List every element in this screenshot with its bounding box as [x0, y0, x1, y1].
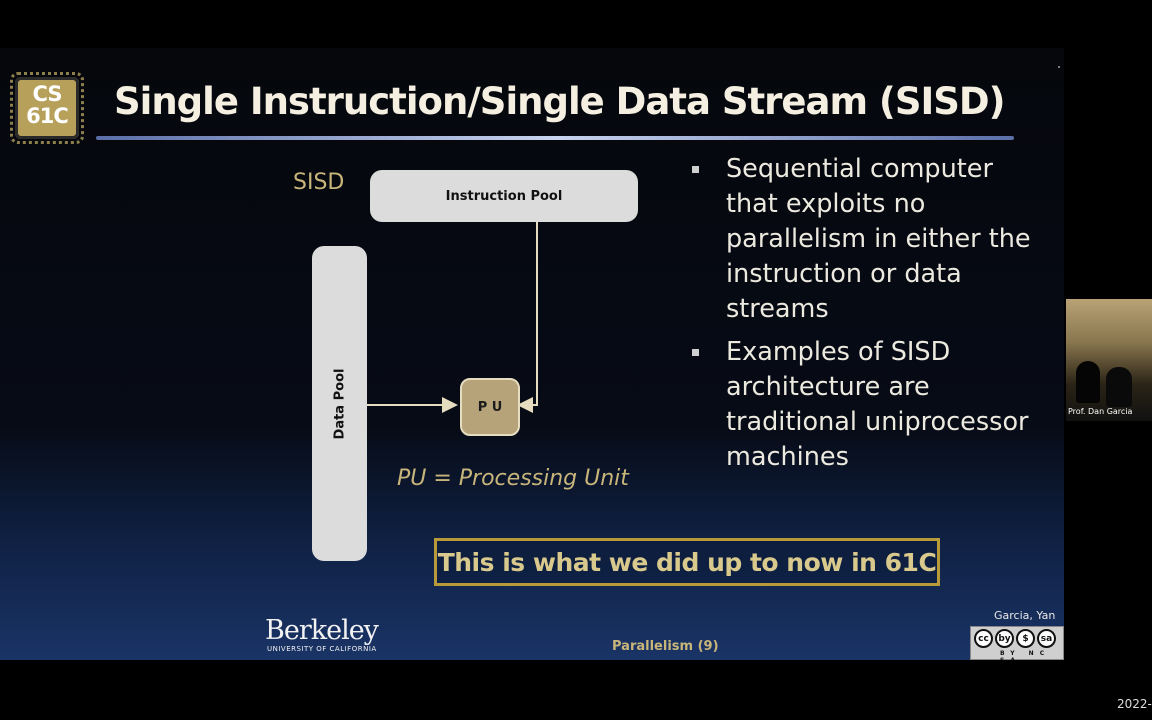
berkeley-logo: Berkeley	[265, 615, 379, 646]
title-divider	[96, 136, 1014, 140]
bullet-text: Examples of SISD architecture are tradit…	[726, 337, 1029, 472]
corner-dot	[1058, 66, 1060, 68]
bullet-list: Sequential computer that exploits no par…	[690, 152, 1050, 483]
berkeley-subtitle: UNIVERSITY OF CALIFORNIA	[267, 645, 377, 653]
processing-unit-box: P U	[460, 378, 520, 436]
bullet-text: Sequential computer that exploits no par…	[726, 154, 1031, 324]
callout-box: This is what we did up to now in 61C	[434, 538, 940, 586]
logo-text: CS 61C	[26, 82, 69, 128]
attribution-icon: by	[995, 629, 1014, 648]
date-stamp: 2022-	[1117, 697, 1152, 711]
person-silhouette	[1076, 361, 1100, 403]
webcam-caption: Prof. Dan Garcia	[1068, 407, 1133, 416]
pu-caption: PU = Processing Unit	[397, 466, 629, 491]
instruction-pool-box: Instruction Pool	[370, 170, 638, 222]
sharealike-icon: sa	[1037, 629, 1056, 648]
diagram-label: SISD	[293, 170, 345, 195]
data-pool-box: Data Pool	[312, 246, 367, 561]
noncommercial-icon: $	[1016, 629, 1035, 648]
diagram-arrows	[367, 222, 538, 413]
slide-authors: Garcia, Yan	[994, 609, 1056, 622]
creative-commons-badge: cc by $ sa	[970, 626, 1064, 660]
bullet-square-icon	[692, 349, 699, 356]
slide-footer-topic: Parallelism (9)	[612, 639, 719, 654]
cs61c-logo: CS 61C	[10, 72, 84, 144]
slide-title: Single Instruction/Single Data Stream (S…	[114, 80, 1006, 123]
bullet-square-icon	[692, 166, 699, 173]
instruction-arrow	[517, 222, 538, 413]
webcam-feed: Prof. Dan Garcia	[1066, 299, 1152, 421]
bullet-item: Examples of SISD architecture are tradit…	[690, 335, 1050, 475]
slide: CS 61C Single Instruction/Single Data St…	[0, 48, 1064, 660]
license-labels: BY NC SA	[1000, 650, 1051, 660]
chip-pins-decoration	[10, 72, 84, 144]
person-silhouette	[1106, 367, 1132, 407]
bullet-item: Sequential computer that exploits no par…	[690, 152, 1050, 327]
cc-icon: cc	[974, 629, 993, 648]
